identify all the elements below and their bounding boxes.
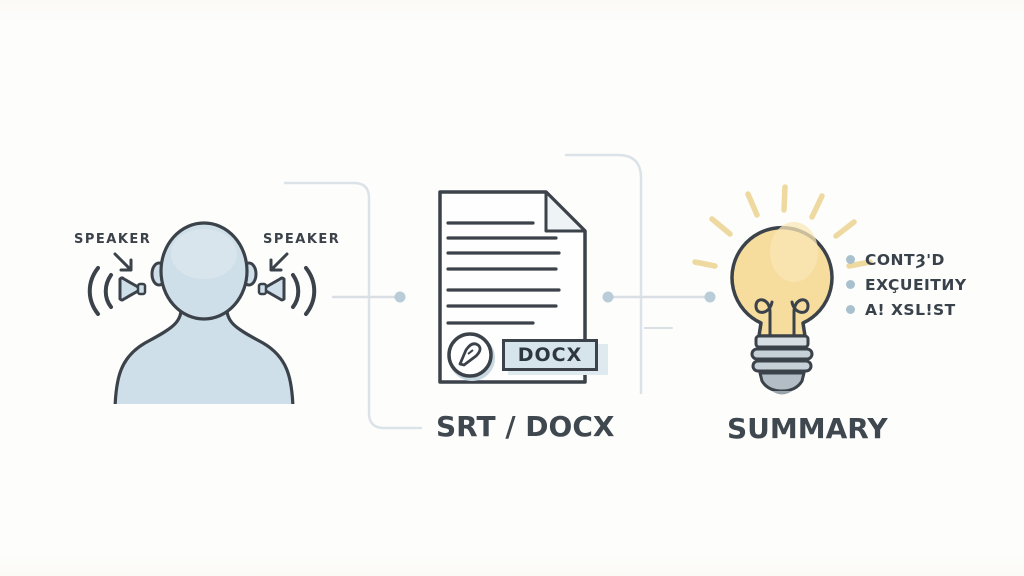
summary-caption: SUMMARY xyxy=(727,412,888,445)
connector-dot xyxy=(394,291,406,303)
caption-srt-docx: SRT / DOCX xyxy=(436,410,615,443)
connector-dot xyxy=(704,291,716,303)
connector-speaker-to-doc-elbow xyxy=(283,181,423,430)
connector-dot xyxy=(602,291,614,303)
summary-bullet-list: CONTȜ'D EXÇUEITИY A! XSL!ST xyxy=(846,247,967,322)
bullet-dot-icon xyxy=(846,280,855,289)
bullet-dot-icon xyxy=(846,255,855,264)
person-torso xyxy=(113,306,295,404)
person-illustration xyxy=(113,221,295,404)
bullet-item: CONTȜ'D xyxy=(846,247,967,272)
bulb-ridge xyxy=(750,347,814,361)
bulb-highlight xyxy=(770,222,818,282)
bulb-tip xyxy=(772,391,792,395)
bullet-dot-icon xyxy=(846,305,855,314)
document-icon xyxy=(438,190,587,384)
bulb-cap xyxy=(758,371,806,393)
bullet-text: CONTȜ'D xyxy=(865,250,945,269)
speaker-label-right: SPEAKER xyxy=(263,232,341,247)
docx-badge: DOCX xyxy=(502,339,598,371)
arrow-down-left-icon xyxy=(269,252,289,272)
document-fold xyxy=(544,190,587,233)
bullet-text: A! XSL!ST xyxy=(865,300,956,319)
document-text-lines xyxy=(446,221,561,325)
bulb-ridge xyxy=(751,359,813,373)
lightbulb-icon xyxy=(692,184,873,395)
bulb-filament xyxy=(754,298,810,338)
speaker-label-left: SPEAKER xyxy=(74,232,152,247)
bullet-text: EXÇUEITИY xyxy=(865,275,967,294)
bulb-collar xyxy=(754,334,810,349)
sound-waves-left-icon xyxy=(87,266,147,316)
arrow-down-right-icon xyxy=(113,252,133,272)
bulb-rays xyxy=(692,184,873,269)
sound-waves-right-icon xyxy=(257,266,317,316)
docx-badge-label: DOCX xyxy=(517,344,583,366)
connector-doc-to-bulb-elbow xyxy=(564,153,643,395)
bullet-item: A! XSL!ST xyxy=(846,297,967,322)
pen-badge-icon xyxy=(447,332,495,381)
bullet-item: EXÇUEITИY xyxy=(846,272,967,297)
person-head-highlight xyxy=(171,229,237,279)
